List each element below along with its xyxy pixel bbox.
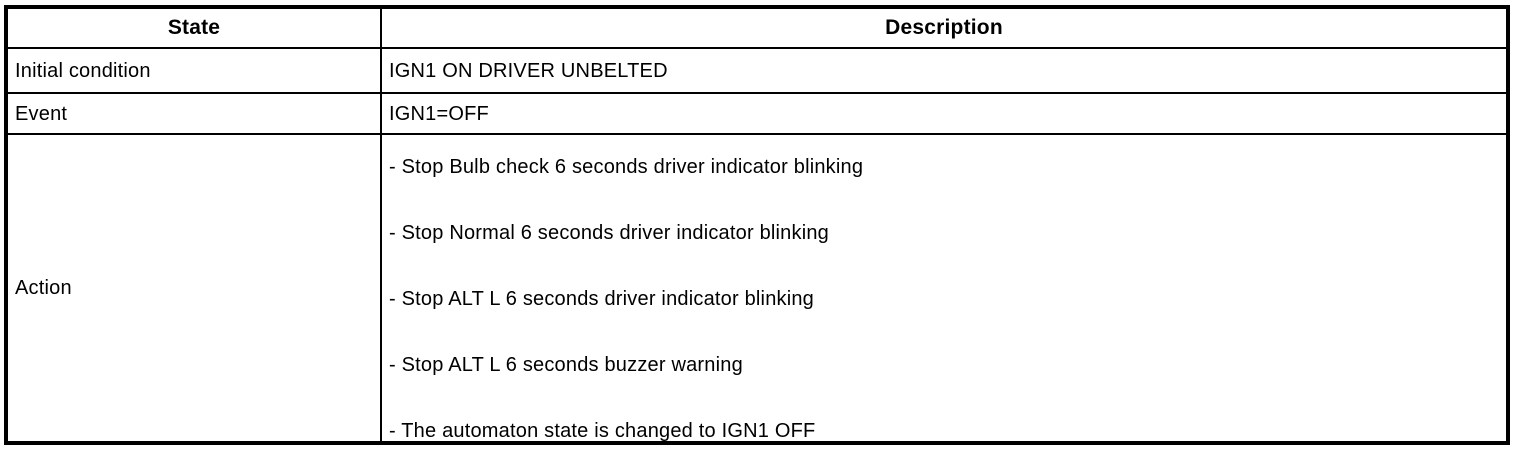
cell-description-initial-condition: IGN1 ON DRIVER UNBELTED — [382, 49, 1506, 92]
cell-state-initial-condition: Initial condition — [8, 49, 380, 92]
state-description-table: State Description Initial condition IGN1… — [4, 5, 1510, 445]
header-description: Description — [382, 9, 1506, 47]
cell-state-event: Event — [8, 94, 380, 133]
header-state: State — [8, 9, 380, 47]
action-item-stop-alt-l-buzzer: - Stop ALT L 6 seconds buzzer warning — [389, 354, 743, 376]
action-item-stop-alt-l-indicator: - Stop ALT L 6 seconds driver indicator … — [389, 288, 815, 310]
action-item-automaton-state-change: - The automaton state is changed to IGN1… — [389, 420, 816, 441]
action-item-stop-normal: - Stop Normal 6 seconds driver indicator… — [389, 222, 829, 244]
cell-description-event: IGN1=OFF — [382, 94, 1506, 133]
action-item-stop-bulb-check: - Stop Bulb check 6 seconds driver indic… — [389, 156, 864, 178]
cell-state-action: Action — [8, 135, 380, 441]
cell-description-action: - Stop Bulb check 6 seconds driver indic… — [382, 135, 1506, 441]
